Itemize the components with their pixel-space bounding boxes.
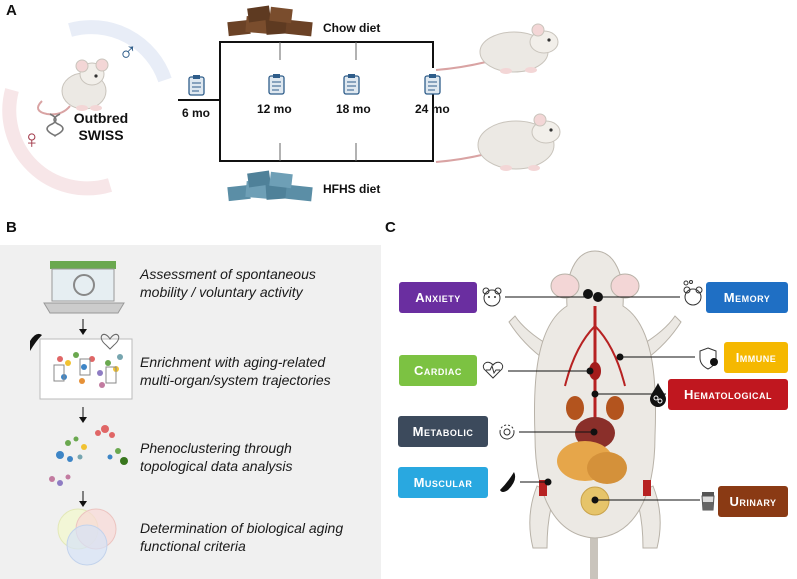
mouse-strain-line2: SWISS <box>78 127 124 143</box>
aged-mouse-hfhs-icon <box>435 113 561 171</box>
flow-arrow-icon <box>79 319 87 335</box>
workflow-step-3: Phenoclustering through topological data… <box>140 439 380 475</box>
female-symbol-icon: ♀ <box>22 124 42 154</box>
blood-drop-icon <box>650 383 666 407</box>
organ-label-memory: Memory <box>723 290 771 305</box>
aged-mouse-chow-icon <box>435 23 559 74</box>
organ-label-immune: Immune <box>735 350 777 365</box>
organ-box-hematological: Hematological <box>668 379 788 410</box>
timepoint-label: 12 mo <box>257 102 292 116</box>
clipboard-icon <box>188 75 205 96</box>
workflow-panel: Assessment of spontaneous mobility / vol… <box>0 245 381 579</box>
chow-diet-label: Chow diet <box>323 21 381 35</box>
outbred-mouse-icon <box>37 58 109 116</box>
organ-box-metabolic: Metabolic <box>398 416 488 447</box>
mouse-brain-icon <box>683 280 703 306</box>
organ-label-anxiety: Anxiety <box>415 290 461 305</box>
panel-letter-a: A <box>6 2 17 19</box>
shield-virus-icon <box>699 347 718 370</box>
workflow-step-1-line1: Assessment of spontaneous <box>140 266 316 282</box>
mouse-face-icon <box>482 287 502 307</box>
trajectory-plot-icon <box>30 333 133 400</box>
hfhs-diet-label: HFHS diet <box>323 182 381 196</box>
cluster-scatter-icon <box>49 425 128 486</box>
workflow-step-3-line1: Phenoclustering through <box>140 440 292 456</box>
sex-arc-graphic <box>2 20 172 196</box>
panel-letter-c: C <box>385 219 396 236</box>
organ-box-urinary: Urinary <box>718 486 788 517</box>
venn-diagram-icon <box>57 508 117 566</box>
organ-box-immune: Immune <box>724 342 788 373</box>
workflow-step-1-line2: mobility / voluntary activity <box>140 284 303 300</box>
dna-icon <box>46 113 64 137</box>
workflow-step-2-line2: multi-organ/system trajectories <box>140 372 331 388</box>
timepoint-label: 24 mo <box>415 102 450 116</box>
clipboard-icon <box>343 74 360 95</box>
hfhs-pellets-icon <box>227 170 313 202</box>
organ-label-urinary: Urinary <box>729 494 777 509</box>
mouse-strain-label: Outbred SWISS <box>66 110 136 144</box>
workflow-step-2-line1: Enrichment with aging-related <box>140 354 326 370</box>
metabolism-cycle-icon <box>499 424 515 440</box>
organ-label-muscular: Muscular <box>413 475 473 490</box>
male-symbol-icon: ♂ <box>118 36 138 66</box>
heart-icon <box>482 361 504 379</box>
clipboard-icon <box>424 74 441 95</box>
timepoint-label: 18 mo <box>336 102 371 116</box>
muscle-icon <box>500 472 516 492</box>
workflow-step-4: Determination of biological aging functi… <box>140 519 380 555</box>
timeline-diagram <box>178 41 434 162</box>
workflow-step-4-line1: Determination of biological aging <box>140 520 344 536</box>
organ-box-cardiac: Cardiac <box>399 355 477 386</box>
timepoint-label: 6 mo <box>182 106 211 120</box>
activity-cage-icon <box>43 261 125 314</box>
organ-box-memory: Memory <box>706 282 788 313</box>
clipboard-icon <box>268 74 285 95</box>
organ-label-hematological: Hematological <box>683 387 773 402</box>
chow-pellets-icon <box>227 5 313 37</box>
organ-label-cardiac: Cardiac <box>414 363 462 378</box>
flow-arrow-icon <box>79 407 87 423</box>
workflow-step-3-line2: topological data analysis <box>140 458 293 474</box>
organ-label-metabolic: Metabolic <box>412 424 474 439</box>
organ-box-anxiety: Anxiety <box>399 282 477 313</box>
workflow-step-2: Enrichment with aging-related multi-orga… <box>140 353 380 389</box>
organ-box-muscular: Muscular <box>398 467 488 498</box>
workflow-step-4-line2: functional criteria <box>140 538 246 554</box>
urine-cup-icon <box>701 492 715 511</box>
panel-letter-b: B <box>6 219 17 236</box>
workflow-step-1: Assessment of spontaneous mobility / vol… <box>140 265 380 301</box>
mouse-strain-line1: Outbred <box>73 110 129 126</box>
flow-arrow-icon <box>79 491 87 507</box>
